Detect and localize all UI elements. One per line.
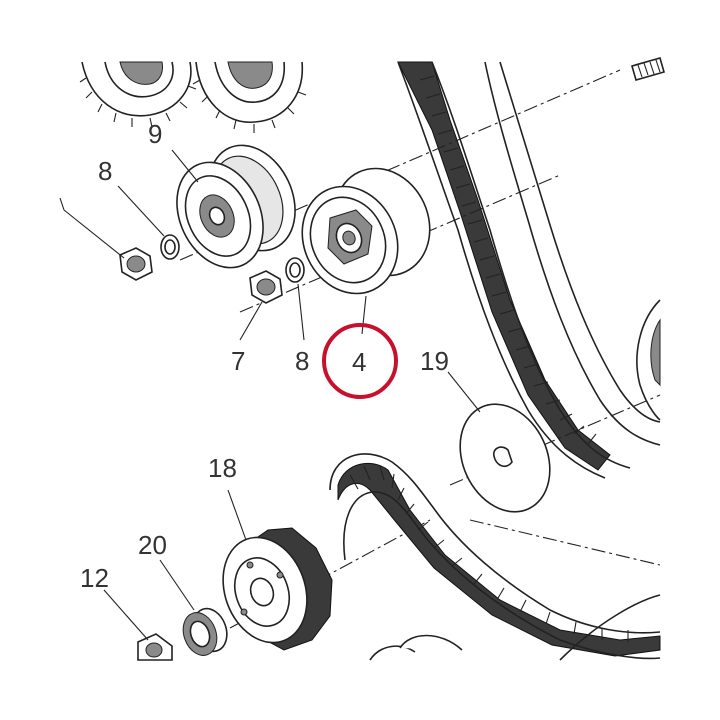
leader-lines	[59, 149, 481, 641]
thrust-washer-19	[459, 403, 551, 513]
callout-12: 12	[80, 563, 109, 593]
highlight-circle	[322, 323, 398, 399]
callout-7: 7	[231, 346, 245, 376]
threaded-stud	[631, 57, 665, 81]
lower-partial-parts	[369, 594, 661, 661]
washer-8-right	[285, 257, 305, 283]
timing-belt-upper	[397, 61, 661, 479]
timing-belt-lower	[329, 453, 661, 660]
callout-4: 4	[352, 347, 366, 377]
callout-20: 20	[138, 530, 167, 560]
crank-pulley-partial-right	[636, 299, 661, 421]
nut-7	[249, 270, 283, 304]
camshaft-sprocket-right	[192, 61, 307, 133]
callout-9: 9	[148, 119, 162, 149]
crank-sprocket-18	[222, 527, 333, 651]
callout-19: 19	[420, 346, 449, 376]
idler-pulley-9	[176, 144, 296, 269]
nut-left	[119, 247, 153, 281]
spacer-ring-20	[182, 607, 228, 656]
callout-8-left: 8	[98, 156, 112, 186]
washer-8-left	[160, 234, 180, 260]
tensioner-pulley-4	[301, 167, 431, 295]
bolt-12	[137, 633, 173, 661]
callout-8-right: 8	[295, 346, 309, 376]
callout-18: 18	[208, 453, 237, 483]
camshaft-sprocket-left	[79, 61, 197, 128]
